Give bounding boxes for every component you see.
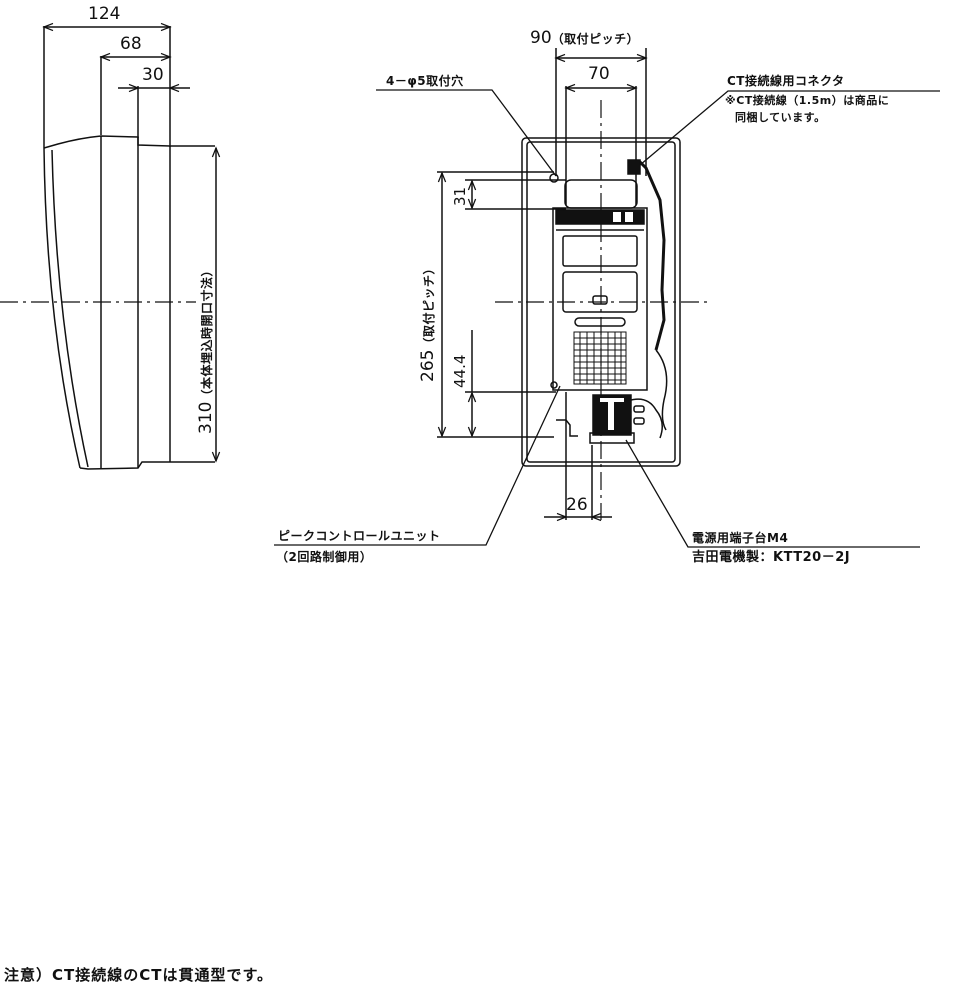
dim-terminal-width: 26 [566,495,588,515]
callout-mount-holes: 4－φ5取付穴 [386,74,464,88]
dim-mount-pitch-v-note: （取付ピッチ） [422,262,436,350]
dim-mount-pitch-h-note: （取付ピッチ） [551,32,640,46]
dim-mount-pitch-v: 265 [418,349,438,382]
dim-mount-pitch-h-label: 90（取付ピッチ） [530,30,639,47]
dim-mount-pitch-v-label: 265（取付ピッチ） [418,262,438,382]
callout-unit-name: ピークコントロールユニット [278,529,441,543]
dim-height-label: 310（本体埋込時開口寸法） [196,264,216,434]
dim-inner-width: 70 [588,64,610,84]
dim-body-depth: 68 [120,34,142,54]
callout-ct-note-line2: 同梱しています。 [735,111,826,124]
dim-height-note: （本体埋込時開口寸法） [200,264,214,402]
dim-bottom-offset: 44.4 [451,354,469,388]
callout-terminal-name: 電源用端子台M4 [692,531,789,545]
side-view [0,26,216,470]
callout-ct-connector: CT接続線用コネクタ [727,74,845,88]
dim-height: 310 [196,401,216,434]
callout-terminal-maker: 吉田電機製：KTT20－2J [692,550,851,565]
front-view [274,48,940,548]
dim-mount-pitch-h: 90 [530,28,552,48]
callout-ct-note-line1: ※CT接続線（1.5m）は商品に [725,94,890,107]
dim-total-depth: 124 [88,4,121,24]
dim-back-depth: 30 [142,65,164,85]
callout-unit-sub: （2回路制御用） [276,550,373,564]
dim-top-offset: 31 [451,186,469,206]
footer-note: 注意）CT接続線のCTは貫通型です。 [4,966,273,984]
